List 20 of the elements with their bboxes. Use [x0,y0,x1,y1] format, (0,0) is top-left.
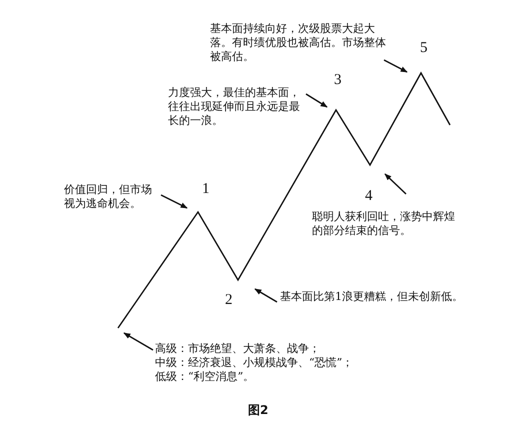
leader-arrow [384,174,406,194]
leader-arrow [384,59,408,73]
wave-number: 2 [225,292,232,309]
wave-number: 3 [334,72,342,89]
leader-arrow [306,93,328,108]
wave-number: 4 [365,188,372,205]
figure-caption: 图2 [248,402,268,419]
annotation-text: 低级：“利空消息”。 [155,370,256,384]
leader-arrow [123,332,154,351]
annotation-text: 价值回归，但市场视为逃命机会。 [64,183,153,211]
annotation-text: 基本面比第1浪更糟糕，但未创新低。 [280,290,464,304]
leader-arrow [254,288,278,303]
annotation-text: 中级：经济衰退、小规模战争、“恐慌”； [155,356,354,370]
annotation-text: 力度强大，最佳的基本面，往往出现延伸而且永远是最长的一浪。 [168,86,301,128]
leader-arrow [160,194,188,209]
annotation-text: 基本面持续向好，次级股票大起大落。有时绩优股也被高估。市场整体被高估。 [210,22,387,64]
wave-number: 5 [420,40,428,57]
annotation-text: 聪明人获利回吐，涨势中辉煌的部分结束的信号。 [312,210,456,238]
wave-number: 1 [202,181,210,198]
annotation-text: 高级：市场绝望、大萧条、战争； [155,342,321,356]
